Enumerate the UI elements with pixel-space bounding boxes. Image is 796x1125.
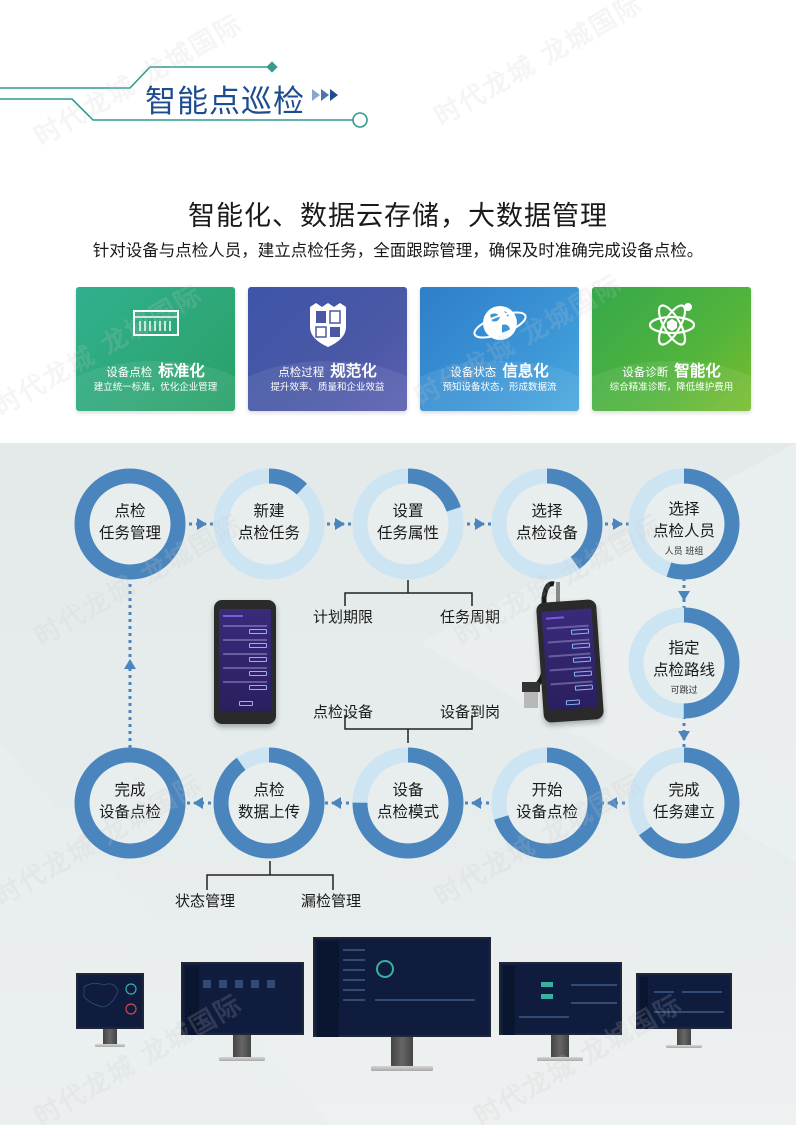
node-note: 人员 班组 — [664, 547, 704, 557]
globe-icon — [472, 306, 527, 340]
flow-node-data-upload: 点检 数据上传 — [213, 747, 325, 859]
node-line2: 点检人员 — [652, 522, 715, 540]
feature-desc: 提升效率、质量和企业效益 — [270, 382, 385, 393]
feature-small-label: 设备状态 — [450, 365, 497, 379]
progress-ring — [74, 747, 186, 859]
feature-small-label: 设备点检 — [106, 365, 153, 379]
feature-desc: 综合精准诊断，降低维护费用 — [609, 382, 734, 393]
branch-plan-deadline: 计划期限 — [313, 608, 374, 626]
branch-status-management: 状态管理 — [175, 892, 236, 910]
flow-node-assign-route: 指定 点检路线 可跳过 — [628, 607, 740, 719]
node-line1: 选择 — [531, 502, 563, 520]
atom-icon — [648, 303, 695, 346]
feature-desc: 预知设备状态，形成数据流 — [442, 382, 557, 393]
handheld-terminal-image — [214, 600, 276, 724]
inspection-flow-section: 点检 任务管理 新建 点检任务 设置 任务属性 选择 点检设备 选择 点检人员 … — [0, 443, 796, 1125]
feature-small-label: 点检过程 — [278, 365, 325, 379]
node-line1: 设置 — [392, 502, 424, 520]
inspection-instrument-image — [535, 599, 605, 723]
node-line2: 任务管理 — [98, 524, 161, 542]
feature-big-label: 标准化 — [158, 362, 205, 380]
flow-node-set-attributes: 设置 任务属性 — [352, 468, 464, 580]
feature-big-label: 智能化 — [674, 362, 721, 380]
branch-device-onsite: 设备到岗 — [440, 703, 501, 721]
node-line1: 完成 — [114, 781, 146, 799]
feature-big-label: 规范化 — [330, 362, 377, 380]
shield-icon — [309, 303, 346, 347]
progress-ring — [628, 468, 740, 580]
feature-small-label: 设备诊断 — [622, 365, 669, 379]
title-arrows-icon — [312, 89, 339, 101]
progress-ring — [491, 747, 603, 859]
node-line1: 新建 — [253, 502, 285, 520]
node-line1: 选择 — [668, 500, 700, 518]
progress-ring — [74, 468, 186, 580]
node-line2: 任务属性 — [376, 524, 439, 542]
progress-ring — [352, 747, 464, 859]
feature-big-label: 信息化 — [502, 362, 549, 380]
ruler-panel-icon — [132, 310, 179, 336]
header-section: 智能点巡检 智能化、数据云存储，大数据管理 针对设备与点检人员，建立点检任务，全… — [0, 0, 796, 440]
flow-node-task-built: 完成 任务建立 — [628, 747, 740, 859]
flow-node-task-management: 点检 任务管理 — [74, 468, 186, 580]
feature-card-intelligentization: 设备诊断智能化 综合精准诊断，降低维护费用 — [592, 287, 751, 411]
feature-desc: 建立统一标准，优化企业管理 — [93, 382, 218, 393]
flow-node-start-inspection: 开始 设备点检 — [491, 747, 603, 859]
node-note: 可跳过 — [670, 686, 698, 696]
flow-node-inspection-mode: 设备 点检模式 — [352, 747, 464, 859]
progress-ring — [213, 468, 325, 580]
flow-node-inspection-complete: 完成 设备点检 — [74, 747, 186, 859]
node-line1: 点检 — [114, 502, 146, 520]
headline: 智能化、数据云存储，大数据管理 — [188, 201, 608, 232]
flow-node-select-device: 选择 点检设备 — [491, 468, 603, 580]
feature-card-normalization: 点检过程规范化 提升效率、质量和企业效益 — [248, 287, 407, 411]
flow-node-select-personnel: 选择 点检人员 人员 班组 — [628, 468, 740, 580]
node-line2: 数据上传 — [237, 803, 300, 821]
node-line1: 指定 — [668, 639, 700, 657]
section-title: 智能点巡检 — [145, 84, 305, 120]
flow-node-create-task: 新建 点检任务 — [213, 468, 325, 580]
branch-task-cycle: 任务周期 — [440, 608, 501, 626]
progress-ring — [628, 607, 740, 719]
node-line2: 点检设备 — [515, 524, 578, 542]
node-line1: 完成 — [668, 781, 700, 799]
branch-missed-inspection-management: 漏检管理 — [301, 892, 362, 910]
node-line1: 开始 — [531, 781, 563, 799]
subheadline: 针对设备与点检人员，建立点检任务，全面跟踪管理，确保及时准确完成设备点检。 — [92, 241, 704, 260]
node-line2: 设备点检 — [515, 803, 578, 821]
branch-inspect-device: 点检设备 — [313, 703, 374, 721]
node-line2: 点检路线 — [652, 661, 715, 679]
node-line2: 点检任务 — [237, 524, 300, 542]
node-line2: 设备点检 — [98, 803, 161, 821]
node-line2: 点检模式 — [376, 803, 439, 821]
title-decoration — [0, 61, 368, 128]
feature-cards: 设备点检标准化 建立统一标准，优化企业管理 点检过程规范化 提升效率、质量和企业… — [76, 287, 751, 411]
feature-card-informatization: 设备状态信息化 预知设备状态，形成数据流 — [420, 287, 579, 411]
progress-ring — [352, 468, 464, 580]
node-line2: 任务建立 — [652, 803, 715, 821]
node-line1: 点检 — [253, 781, 285, 799]
progress-ring — [213, 747, 325, 859]
feature-card-standardization: 设备点检标准化 建立统一标准，优化企业管理 — [76, 287, 235, 411]
progress-ring — [628, 747, 740, 859]
progress-ring — [491, 468, 603, 580]
node-line1: 设备 — [392, 781, 424, 799]
